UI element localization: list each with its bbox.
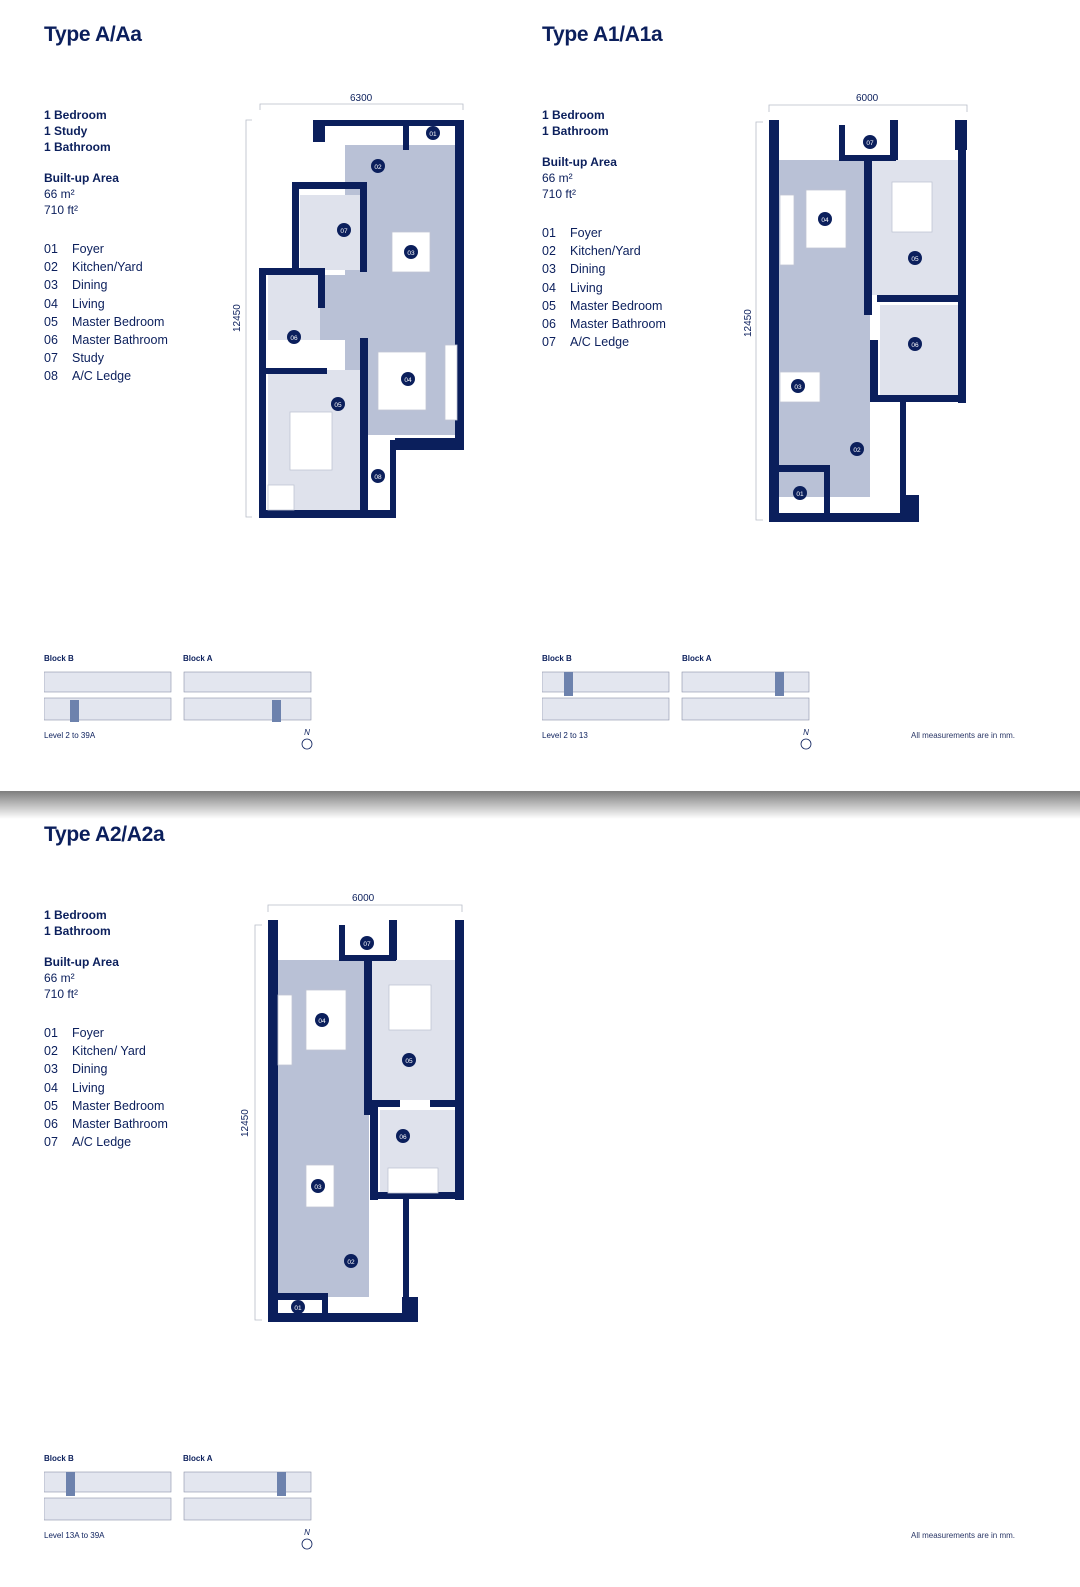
spec-bedroom: 1 Bedroom xyxy=(542,108,605,122)
svg-text:02: 02 xyxy=(853,447,861,454)
area-ft2: 710 ft² xyxy=(44,987,79,1001)
svg-text:06: 06 xyxy=(290,335,298,342)
spec-bathroom: 1 Bathroom xyxy=(44,140,111,154)
spec-bedroom: 1 Bedroom xyxy=(44,908,107,922)
area-label: Built-up Area xyxy=(44,171,119,185)
unit-title-a2: Type A2/A2a xyxy=(44,823,165,846)
keyplan-level-text: Level 2 to 39A xyxy=(44,731,96,740)
keyplan-block-a-label: Block A xyxy=(183,1454,213,1463)
area-m2: 66 m² xyxy=(44,187,75,201)
page-separator xyxy=(0,791,1080,819)
keyplan-block-b-label: Block B xyxy=(44,1454,74,1463)
keyplan-block-a-label: Block A xyxy=(682,654,712,663)
measurement-note: All measurements are in mm. xyxy=(911,1531,1016,1540)
svg-text:01: 01 xyxy=(796,491,804,498)
svg-text:07: 07 xyxy=(340,228,348,235)
brochure-page-2: Type A2/A2a 1 Bedroom 1 Bathroom Built-u… xyxy=(0,819,1080,1587)
floor-plan-a: 01 02 03 04 05 06 07 08 xyxy=(245,103,464,518)
spec-study: 1 Study xyxy=(44,124,88,138)
svg-text:05: 05 xyxy=(334,402,342,409)
svg-text:01: 01 xyxy=(294,1305,302,1312)
area-label: Built-up Area xyxy=(44,955,119,969)
area-ft2: 710 ft² xyxy=(542,187,577,201)
svg-text:02: 02 xyxy=(374,164,382,171)
keyplan-level-text: Level 13A to 39A xyxy=(44,1531,105,1540)
unit-title-a: Type A/Aa xyxy=(44,23,142,46)
area-label: Built-up Area xyxy=(542,155,617,169)
north-compass-icon: N xyxy=(799,728,813,752)
svg-text:05: 05 xyxy=(405,1058,413,1065)
keyplan-a2 xyxy=(44,1471,312,1521)
svg-text:03: 03 xyxy=(407,250,415,257)
spec-bathroom: 1 Bathroom xyxy=(44,924,111,938)
width-dimension: 6300 xyxy=(350,93,373,104)
floor-plan-a2: 01 02 03 04 05 06 07 xyxy=(254,904,464,1322)
svg-text:01: 01 xyxy=(429,131,437,138)
keyplan-block-a-label: Block A xyxy=(183,654,213,663)
keyplan-a xyxy=(44,671,312,722)
svg-text:04: 04 xyxy=(318,1018,326,1025)
svg-text:02: 02 xyxy=(347,1259,355,1266)
area-m2: 66 m² xyxy=(542,171,573,185)
unit-specs-a2: 1 Bedroom 1 Bathroom Built-up Area 66 m²… xyxy=(44,907,119,1002)
svg-text:06: 06 xyxy=(399,1134,407,1141)
svg-text:05: 05 xyxy=(911,256,919,263)
unit-title-a1: Type A1/A1a xyxy=(542,23,663,46)
svg-text:07: 07 xyxy=(866,140,874,147)
spec-bathroom: 1 Bathroom xyxy=(542,124,609,138)
svg-text:03: 03 xyxy=(314,1184,322,1191)
svg-text:04: 04 xyxy=(404,377,412,384)
svg-text:04: 04 xyxy=(821,217,829,224)
measurement-note: All measurements are in mm. xyxy=(911,731,1016,740)
svg-text:03: 03 xyxy=(794,384,802,391)
keyplan-block-b-label: Block B xyxy=(44,654,74,663)
keyplan-level-text: Level 2 to 13 xyxy=(542,731,588,740)
keyplan-a1 xyxy=(542,671,810,721)
svg-text:06: 06 xyxy=(911,342,919,349)
width-dimension: 6000 xyxy=(352,893,375,904)
area-m2: 66 m² xyxy=(44,971,75,985)
unit-specs-a: 1 Bedroom 1 Study 1 Bathroom Built-up Ar… xyxy=(44,107,119,218)
area-ft2: 710 ft² xyxy=(44,203,79,217)
spec-bedroom: 1 Bedroom xyxy=(44,108,107,122)
north-compass-icon: N xyxy=(300,1528,314,1552)
keyplan-block-b-label: Block B xyxy=(542,654,572,663)
north-compass-icon: N xyxy=(300,728,314,752)
width-dimension: 6000 xyxy=(856,93,879,104)
svg-text:08: 08 xyxy=(374,474,382,481)
brochure-page-1: Type A/Aa 1 Bedroom 1 Study 1 Bathroom B… xyxy=(0,0,1080,791)
svg-text:07: 07 xyxy=(363,941,371,948)
unit-specs-a1: 1 Bedroom 1 Bathroom Built-up Area 66 m²… xyxy=(542,107,617,202)
